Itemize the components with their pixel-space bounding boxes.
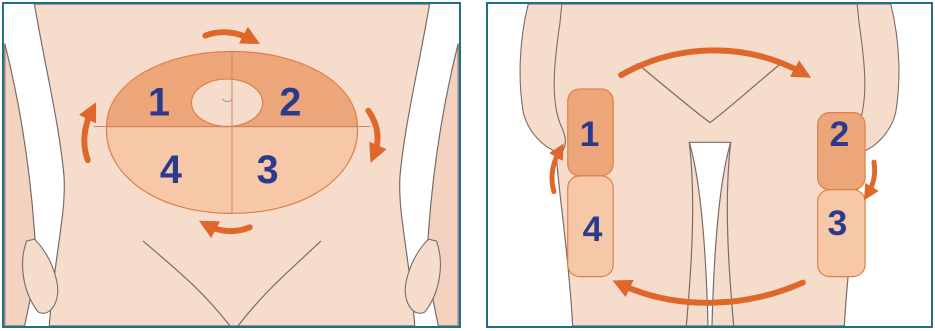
abdomen-panel: 1 2 3 4 bbox=[2, 2, 461, 328]
navel-area bbox=[191, 79, 262, 126]
zone-label-3: 3 bbox=[257, 148, 279, 192]
zone-label-1: 1 bbox=[580, 114, 600, 154]
rotation-arrow-right bbox=[868, 162, 875, 194]
zone-label-4: 4 bbox=[583, 209, 603, 249]
thighs-panel: 1 2 3 4 bbox=[486, 2, 933, 328]
zone-label-2: 2 bbox=[279, 81, 301, 125]
zone-label-4: 4 bbox=[160, 148, 182, 192]
zone-label-2: 2 bbox=[830, 114, 850, 154]
zone-label-1: 1 bbox=[148, 81, 170, 125]
zone-label-3: 3 bbox=[828, 203, 848, 243]
thighs-illustration: 1 2 3 4 bbox=[488, 4, 931, 326]
abdomen-illustration: 1 2 3 4 bbox=[4, 4, 459, 326]
